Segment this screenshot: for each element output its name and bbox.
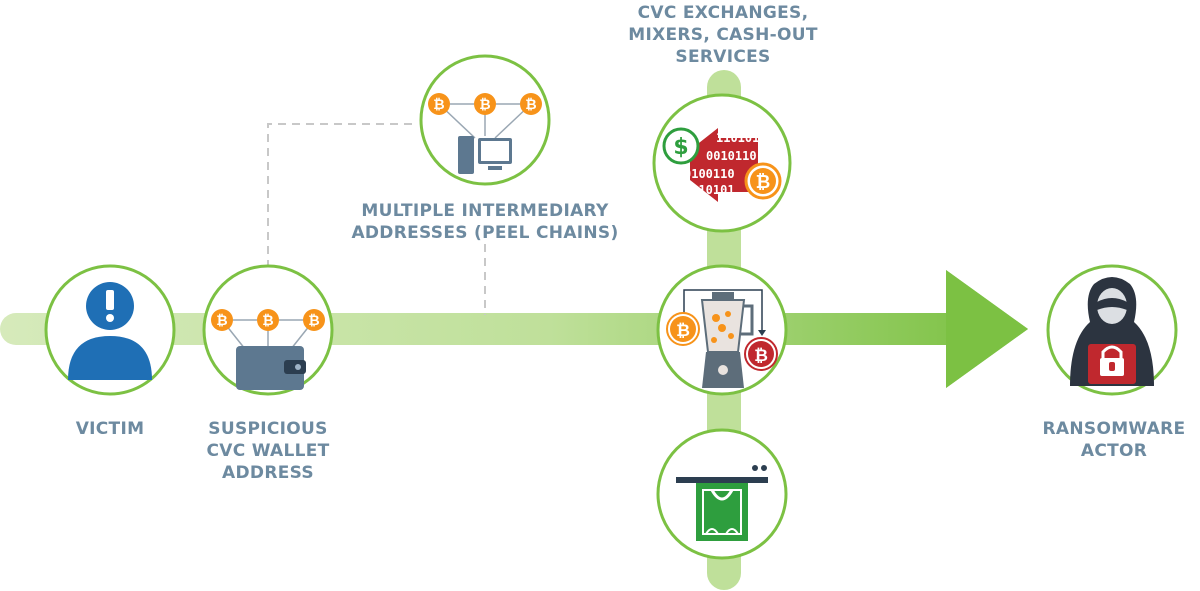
- dollar-icon: $: [673, 135, 688, 160]
- victim-node: [44, 264, 176, 396]
- cashout-node: [656, 428, 788, 560]
- computer-icon: [438, 103, 532, 174]
- bitcoin-icon: [303, 309, 325, 331]
- wallet-label: SUSPICIOUS CVC WALLET ADDRESS: [206, 419, 330, 483]
- hooded-hacker-icon: [1070, 277, 1154, 386]
- bitcoin-icon: [520, 93, 542, 115]
- victim-label: VICTIM: [75, 419, 145, 439]
- blender-icon: [680, 289, 766, 388]
- binary-text: 0100110: [684, 167, 735, 181]
- bitcoin-icon: [257, 309, 279, 331]
- bitcoin-icon: ₿: [754, 346, 768, 366]
- user-alert-icon: [68, 282, 152, 380]
- bitcoin-icon: [211, 309, 233, 331]
- wallet-node: [202, 264, 334, 396]
- exchange-icon: 1101011 0010110 0100110 1110101 $ ₿: [662, 127, 782, 202]
- dashed-connector: [267, 123, 486, 315]
- binary-text: 1101011: [716, 131, 767, 145]
- mixer-node: ₿ ₿: [656, 264, 788, 396]
- actor-label: RANSOMWARE ACTOR: [1042, 419, 1186, 461]
- bitcoin-icon: ₿: [676, 321, 690, 341]
- binary-text: 1110101: [684, 183, 735, 197]
- peel-chains-label: MULTIPLE INTERMEDIARY ADDRESSES (PEEL CH…: [351, 201, 619, 243]
- wallet-icon: [221, 319, 315, 390]
- bitcoin-icon: ₿: [756, 172, 771, 193]
- binary-text: 0010110: [706, 149, 757, 163]
- bitcoin-icon: [474, 93, 496, 115]
- exchange-node: 1101011 0010110 0100110 1110101 $ ₿: [652, 93, 792, 233]
- bitcoin-icon: [428, 93, 450, 115]
- peel-chain-node: [419, 54, 551, 186]
- exchanges-label: CVC EXCHANGES, MIXERS, CASH-OUT SERVICES: [628, 3, 818, 67]
- actor-node: [1046, 264, 1178, 396]
- atm-cash-icon: [676, 465, 768, 541]
